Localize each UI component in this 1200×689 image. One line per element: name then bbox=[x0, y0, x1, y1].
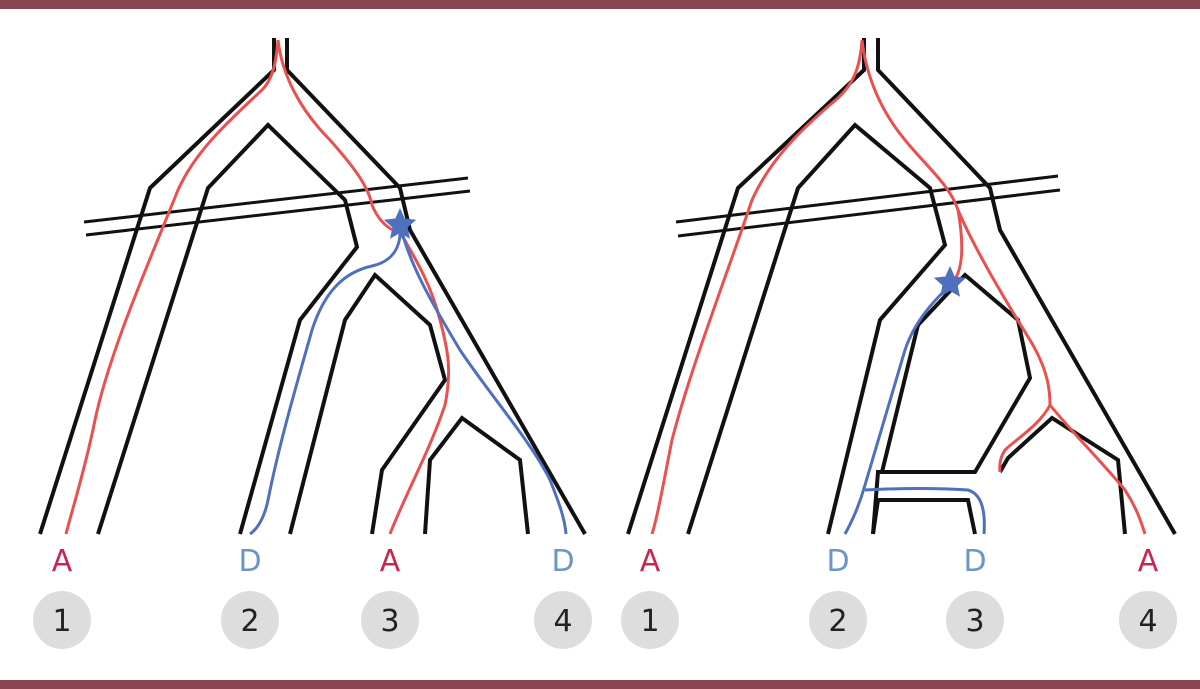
lineage-number-right-1: 1 bbox=[640, 604, 659, 639]
lineage-number-left-2: 2 bbox=[240, 604, 259, 639]
tip-labels: A 1 D 2 A 3 D 4 A 1 D 2 D 3 A 4 bbox=[33, 544, 1177, 649]
lineage-number-badge bbox=[534, 591, 592, 649]
right-panel bbox=[626, 38, 1177, 535]
allele-label-right-2: D bbox=[826, 544, 849, 579]
lineage-number-right-3: 3 bbox=[965, 604, 984, 639]
allele-label-right-1: A bbox=[640, 544, 661, 579]
lineage-number-left-1: 1 bbox=[52, 604, 71, 639]
lineage-number-badge bbox=[1119, 591, 1177, 649]
derived-gene-lineage bbox=[843, 283, 986, 535]
lineage-number-left-4: 4 bbox=[553, 604, 572, 639]
ancestral-gene-lineage bbox=[650, 39, 1147, 535]
allele-label-left-3: A bbox=[380, 544, 401, 579]
allele-label-right-3: D bbox=[963, 544, 986, 579]
speciation-barrier bbox=[83, 176, 471, 237]
mutation-star-icon bbox=[383, 208, 417, 239]
left-panel bbox=[38, 38, 587, 536]
lineage-number-badge bbox=[221, 591, 279, 649]
lineage-number-badge bbox=[621, 591, 679, 649]
lineage-number-left-3: 3 bbox=[380, 604, 399, 639]
allele-label-left-1: A bbox=[52, 544, 73, 579]
lineage-number-badge bbox=[33, 591, 91, 649]
lineage-number-badge bbox=[809, 591, 867, 649]
allele-label-left-2: D bbox=[238, 544, 261, 579]
bottom-frame-bar bbox=[0, 680, 1200, 689]
allele-label-right-4: A bbox=[1138, 544, 1159, 579]
lineage-number-right-4: 4 bbox=[1138, 604, 1157, 639]
top-frame-bar bbox=[0, 0, 1200, 9]
mutation-star-icon bbox=[933, 266, 967, 297]
species-tree-outline bbox=[38, 38, 587, 535]
allele-label-left-4: D bbox=[551, 544, 574, 579]
lineage-number-badge bbox=[946, 591, 1004, 649]
lineage-number-right-2: 2 bbox=[828, 604, 847, 639]
derived-gene-lineage bbox=[249, 224, 568, 536]
species-tree-outline bbox=[626, 38, 1177, 535]
lineage-number-badge bbox=[361, 591, 419, 649]
